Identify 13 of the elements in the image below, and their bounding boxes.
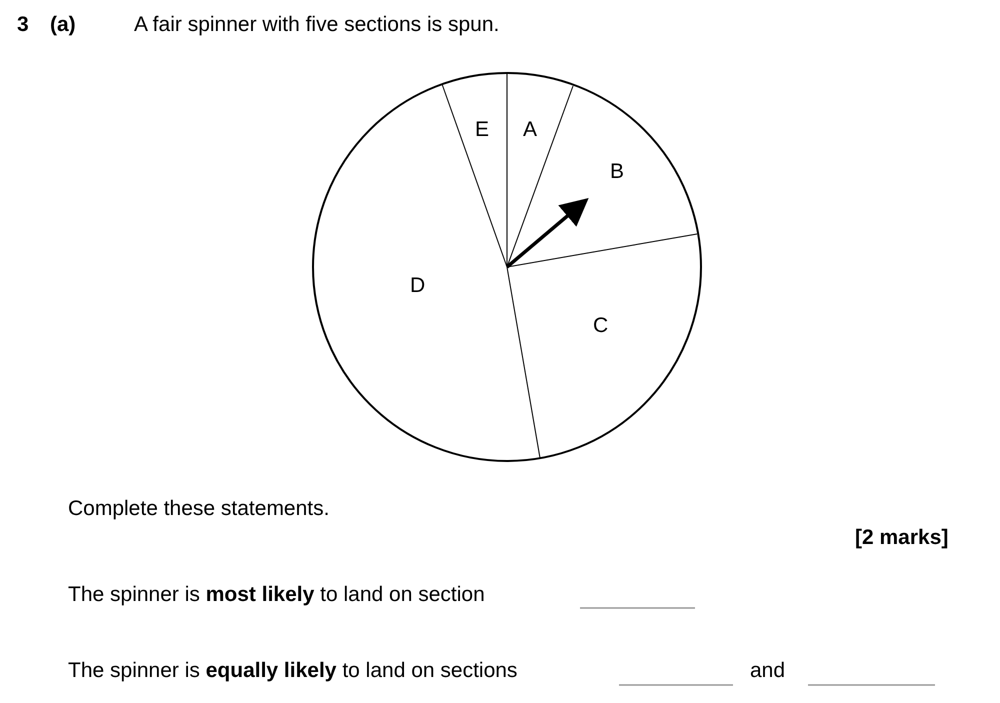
instruction-text: Complete these statements. <box>68 496 330 522</box>
statement-text: The spinner is most likely to land on section <box>68 582 485 608</box>
section-letter: A <box>523 117 538 142</box>
section-letter: D <box>410 273 426 298</box>
section-letter: C <box>593 313 608 338</box>
section-letter: B <box>610 159 624 184</box>
part-label: (a) <box>50 12 76 38</box>
statement-text: The spinner is equally likely to land on sections <box>68 658 518 684</box>
marks-text: [2 marks] <box>855 525 948 550</box>
section-letter: E <box>475 117 490 142</box>
question-number: 3 <box>17 12 29 38</box>
connector-word: and <box>750 658 786 684</box>
question-text: A fair spinner with five sections is spun. <box>134 12 500 38</box>
